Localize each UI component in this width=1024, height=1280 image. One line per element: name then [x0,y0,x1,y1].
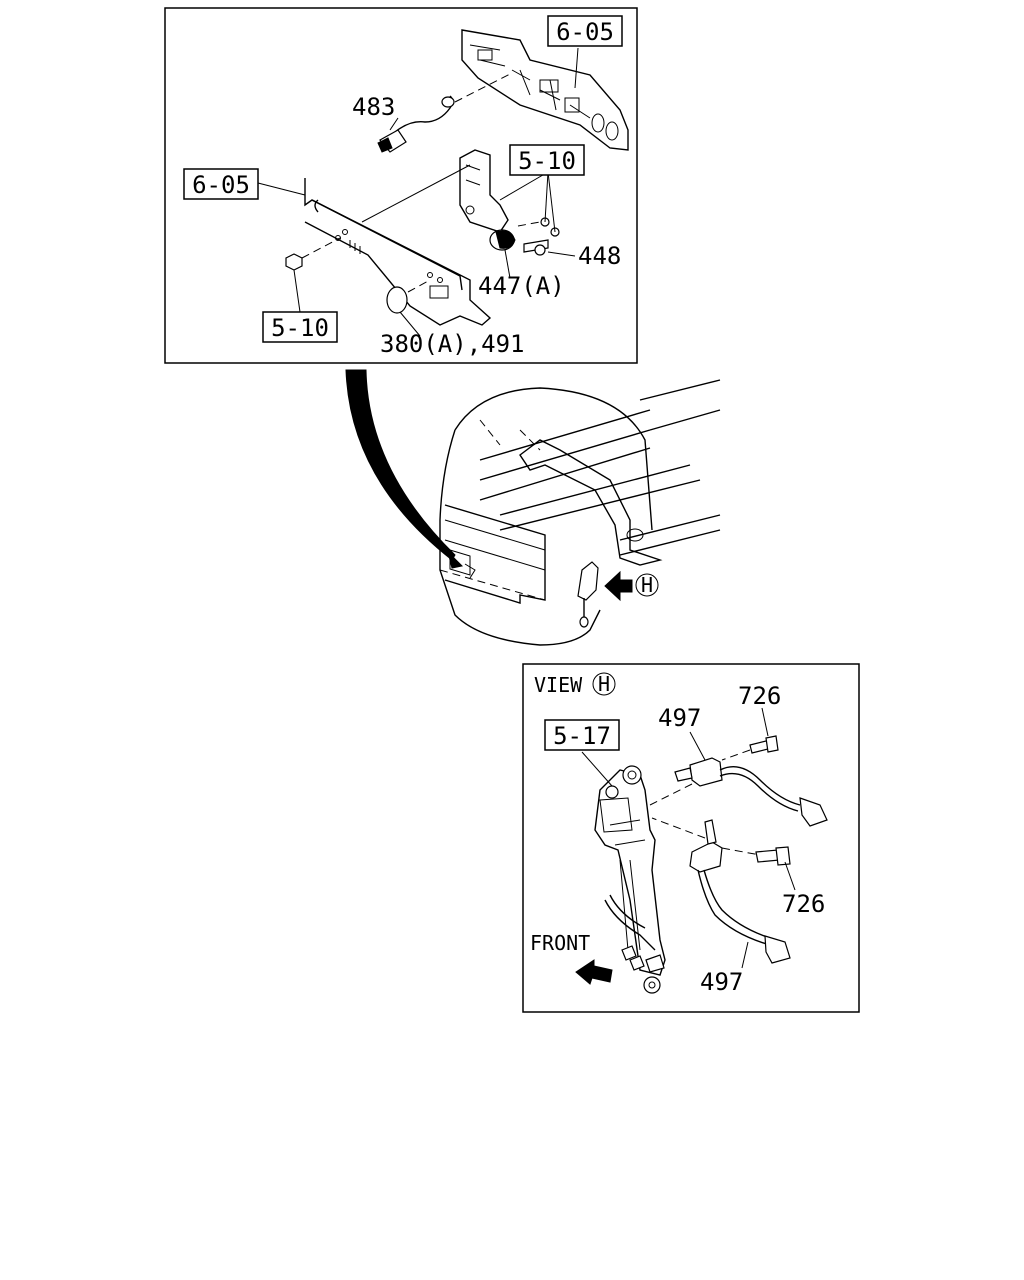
switch-497-top [649,757,828,827]
ref-box-517 [544,719,620,751]
view-letter-circle [592,672,616,696]
bolt-726-bottom [755,846,791,866]
sensor-483 [377,73,511,153]
ref-510-upper: 5-10 [518,147,576,175]
oring-380a [386,286,408,314]
view-marker-circle [635,573,659,597]
ref-box-605-left [183,168,259,200]
bolt-726-top [721,735,779,761]
ref-605-top: 6-05 [556,18,614,46]
nut-510 [285,253,303,271]
part-726-top: 726 [738,682,781,710]
part-483: 483 [352,93,395,121]
front-label: FRONT [530,931,590,955]
part-380a-491: 380(A),491 [380,330,525,358]
ref-510-lower: 5-10 [271,314,329,342]
part-497-bottom: 497 [700,968,743,996]
location-arrow [345,369,464,569]
part-726-bottom: 726 [782,890,825,918]
switch-497-bottom [651,817,791,964]
ref-box-510-lower [262,311,338,343]
ref-box-510-upper [509,144,585,176]
part-497-top: 497 [658,704,701,732]
part-447a: 447(A) [478,272,565,300]
bracket-switch-447a [459,149,560,256]
lever-assembly-517 [594,765,666,994]
top-detail-panel: 6-05 5-10 6-05 5-10 483 448 447(A) 380(A… [164,7,638,364]
upper-crossmember [461,29,629,151]
part-448: 448 [578,242,621,270]
view-h-panel: VIEW H [522,663,860,1013]
ref-605-left: 6-05 [192,171,250,199]
front-arrow [575,959,613,985]
view-label: VIEW [534,673,583,697]
ref-box-605-top [547,15,623,47]
view-letter: H [598,672,610,696]
view-marker-h: H [641,573,653,597]
ref-517: 5-17 [553,722,611,750]
cab-chassis-view: H [439,379,721,646]
view-arrow [604,570,633,602]
